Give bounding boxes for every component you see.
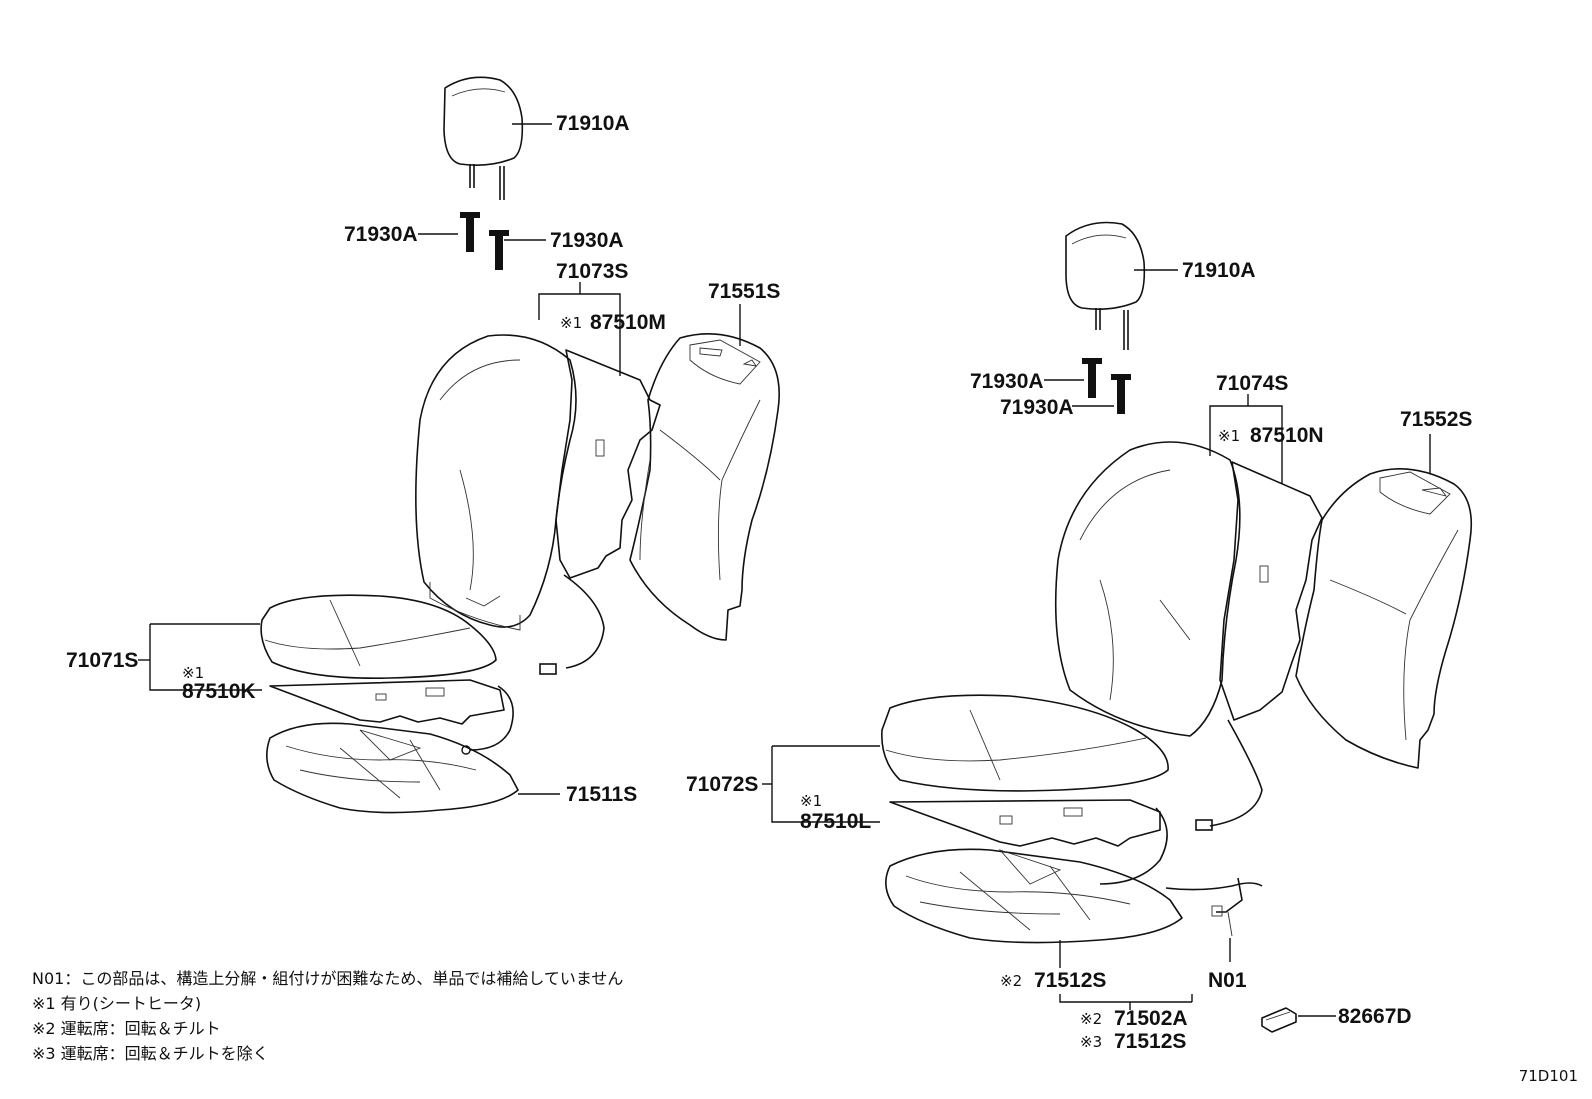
left-seatback-heater: [539, 349, 661, 675]
right-seatback-heater: [1195, 461, 1323, 831]
label-N01: N01: [1208, 969, 1247, 992]
mark-87510M: ※1: [560, 314, 582, 332]
left-seatback-pad: [629, 333, 780, 641]
label-71502A: 71502A: [1114, 1007, 1188, 1030]
label-87510L: 87510L: [800, 810, 871, 833]
label-71930A: 71930A: [550, 229, 624, 252]
note-1: ※1 有り(シートヒータ): [32, 994, 202, 1013]
left-cushion-pad: [266, 722, 519, 814]
left-headrest: [443, 76, 524, 200]
label-71910A: 71910A: [1182, 259, 1256, 282]
right-leaders: [762, 269, 1431, 1017]
right-seatback-pad: [1295, 468, 1473, 769]
right-connector-82667D: [1261, 1007, 1297, 1033]
left-leaders: [138, 123, 741, 795]
mark-71512S: ※2: [1000, 972, 1022, 990]
label-87510K: 87510K: [182, 680, 256, 703]
label-87510M: 87510M: [590, 311, 666, 334]
label-71511S: 71511S: [566, 783, 637, 806]
label-71910A: 71910A: [556, 112, 630, 135]
diagram-code: 71D101: [1518, 1067, 1578, 1085]
right-seatback-cover: [1054, 441, 1241, 737]
right-headrest: [1065, 221, 1146, 350]
right-headrest-guides: [1082, 358, 1131, 414]
label-71071S: 71071S: [66, 649, 138, 672]
right-cushion-pad: [885, 848, 1183, 944]
mark-87510N: ※1: [1218, 427, 1240, 445]
right-cushion-heater: [889, 799, 1168, 885]
note-n01: N01：この部品は、構造上分解・組付けが困難なため、単品では補給していません: [32, 969, 624, 988]
left-seatback-cover: [415, 334, 577, 631]
label-71512S-b: 71512S: [1114, 1030, 1186, 1053]
mark-87510L: ※1: [800, 792, 822, 810]
mark-87510K: ※1: [182, 664, 204, 682]
label-71073S: 71073S: [556, 260, 628, 283]
left-headrest-guides: [460, 212, 509, 270]
label-71512S: 71512S: [1034, 969, 1106, 992]
label-71930A: 71930A: [1000, 396, 1074, 419]
label-71930A: 71930A: [344, 223, 418, 246]
footnotes: N01：この部品は、構造上分解・組付けが困難なため、単品では補給していません ※…: [32, 966, 623, 1066]
left-cushion-cover: [260, 594, 497, 679]
label-71551S: 71551S: [708, 280, 780, 303]
label-71552S: 71552S: [1400, 408, 1472, 431]
right-part-labels: 71910A 71930A 71930A 71074S ※1 87510N 71…: [686, 259, 1472, 1053]
right-harness: [1165, 877, 1263, 937]
label-87510N: 87510N: [1250, 424, 1324, 447]
left-part-labels: 71910A 71930A 71930A 71073S ※1 87510M 71…: [66, 112, 780, 806]
label-71072S: 71072S: [686, 773, 758, 796]
label-82667D: 82667D: [1338, 1005, 1412, 1028]
right-cushion-cover: [881, 694, 1169, 792]
label-71074S: 71074S: [1216, 372, 1288, 395]
mark-71502A: ※2: [1080, 1010, 1102, 1028]
note-2: ※2 運転席：回転＆チルト: [32, 1019, 221, 1038]
left-cushion-heater: [269, 679, 514, 755]
note-3: ※3 運転席：回転＆チルトを除く: [32, 1044, 269, 1063]
label-71930A: 71930A: [970, 370, 1044, 393]
mark-71512S-b: ※3: [1080, 1033, 1102, 1051]
